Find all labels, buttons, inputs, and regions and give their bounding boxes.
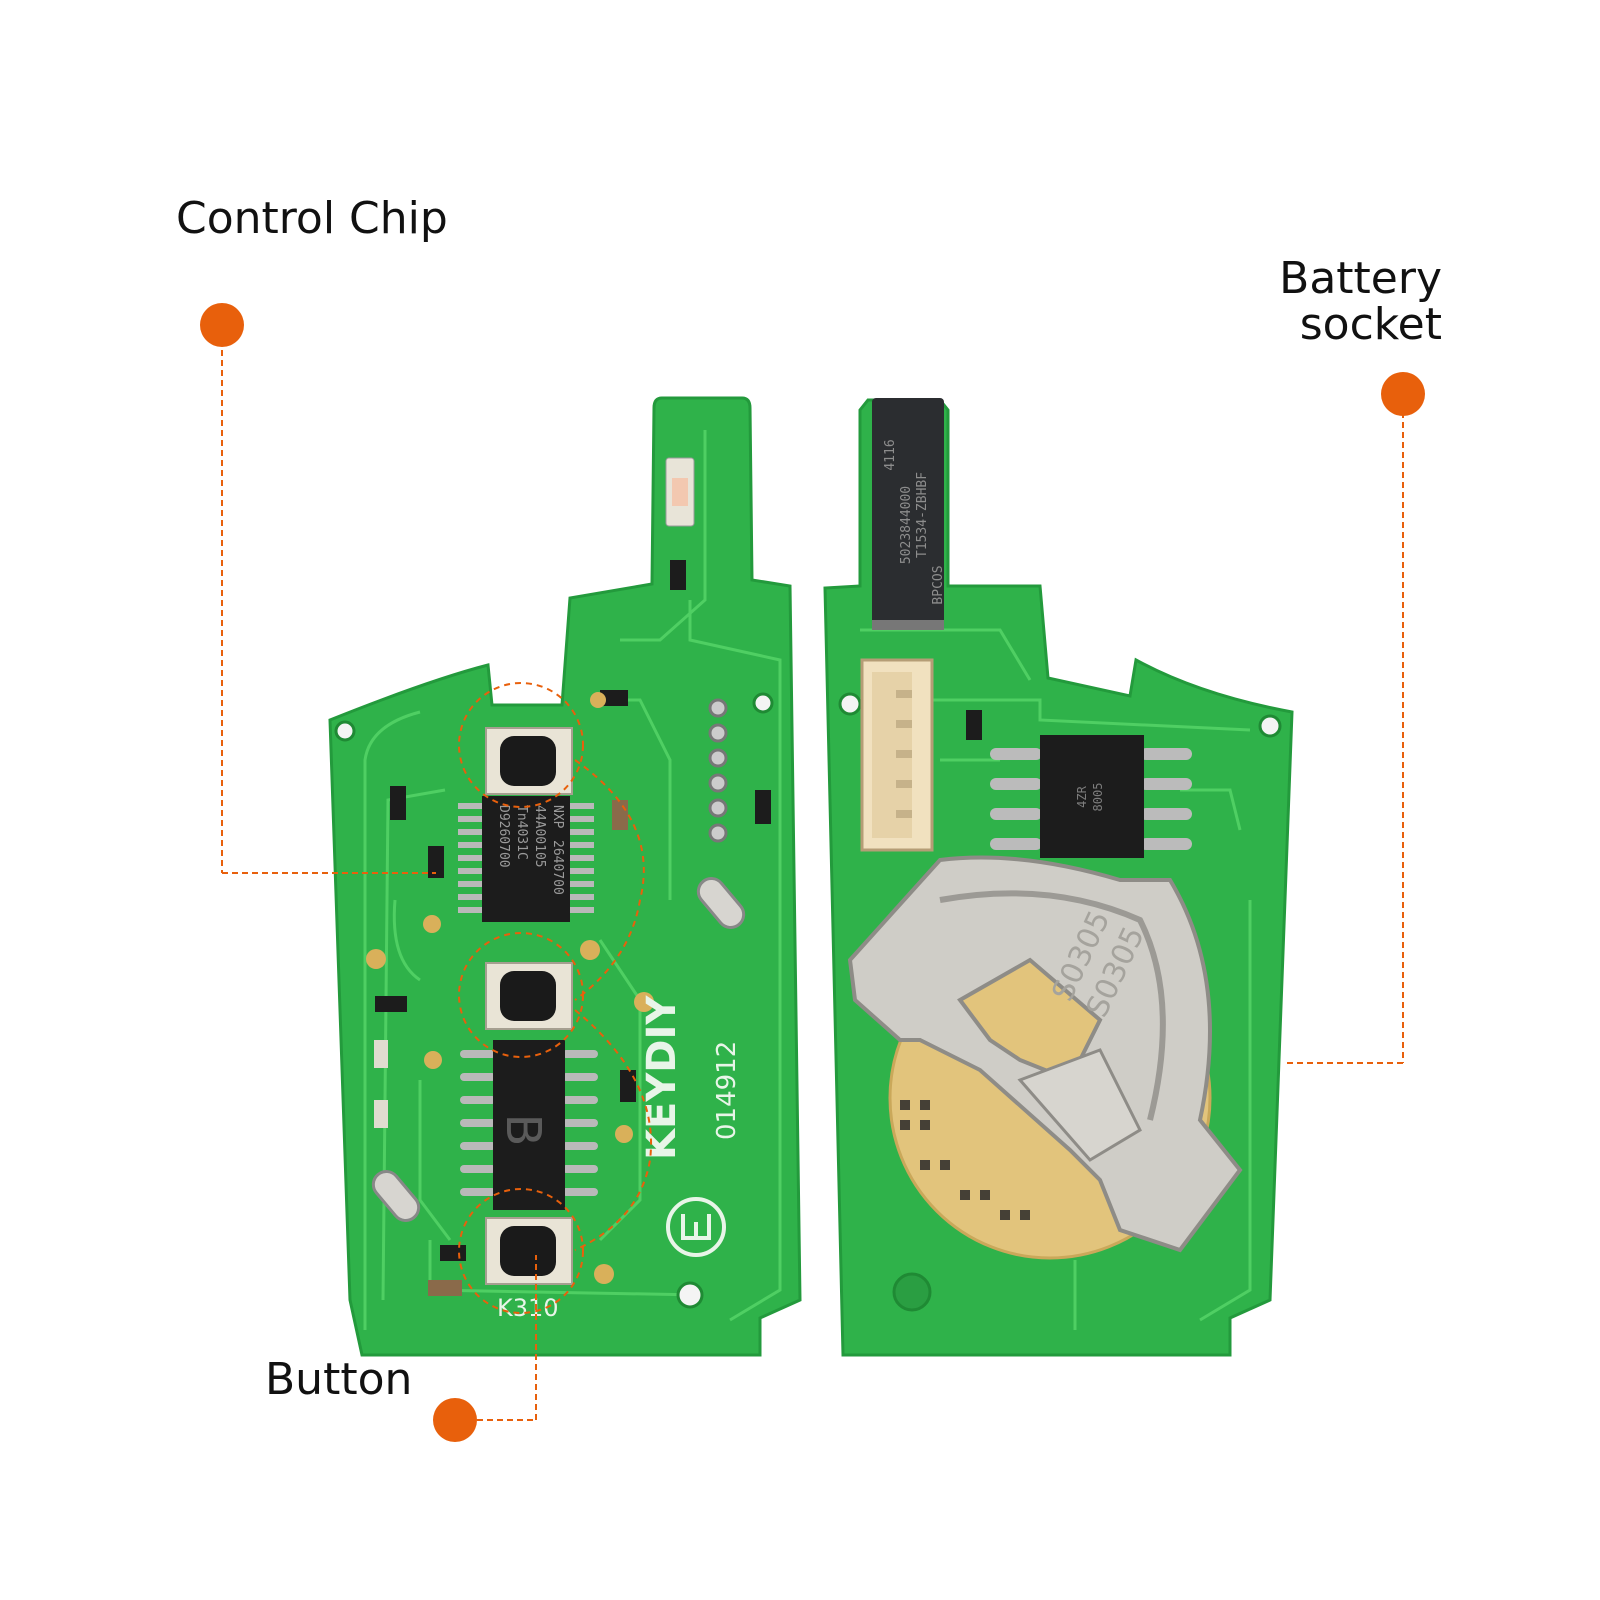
left-mount-hole xyxy=(334,720,356,742)
led-lens xyxy=(672,478,688,506)
tactile-button-icon xyxy=(485,962,573,1030)
ic-chip-icon xyxy=(460,1040,598,1210)
tactile-button-icon xyxy=(485,1217,573,1285)
right-pcb-board: 4116 5023844000 T1534-ZBHBF BPCOS xyxy=(823,398,1294,1357)
pin-connector xyxy=(860,658,934,852)
button-highlight-ring xyxy=(458,682,584,808)
battery-socket-label-line1: Battery xyxy=(1279,253,1442,304)
eeprom-marking-line2: 8005 xyxy=(1091,783,1105,812)
transponder-marking-line2: 5023844000 xyxy=(899,486,914,564)
callout-dot-icon xyxy=(433,1398,477,1442)
callout-leaders xyxy=(200,303,1425,1442)
battery-socket-label: Battery socket xyxy=(1279,253,1442,351)
button-highlight-ring xyxy=(458,1188,584,1314)
ic-chip-icon: 4ZR 8005 xyxy=(990,735,1192,858)
button-link-path xyxy=(574,759,645,1001)
tactile-button-icon xyxy=(485,727,573,795)
transponder-marking-line1: 4116 xyxy=(883,439,898,470)
button-link-path xyxy=(574,1009,652,1251)
left-mount-hole xyxy=(752,692,774,714)
button-label: Button xyxy=(265,1354,413,1405)
left-pcb-board: NXP 2640700 44A00105 Tn4031C D9260700 B … xyxy=(328,396,802,1357)
crystal-oscillator xyxy=(371,1170,421,1222)
battery-socket-label-line2: socket xyxy=(1299,299,1442,351)
right-mount-hole xyxy=(838,692,862,716)
nxp-marking-line5: D9260700 xyxy=(496,805,511,868)
serial-silkscreen: 014912 xyxy=(712,1041,742,1140)
w-logo-icon xyxy=(666,1197,726,1257)
control-chip-label: Control Chip xyxy=(176,193,448,244)
ic-chip-icon xyxy=(458,796,594,922)
nxp-marking-line1: NXP xyxy=(550,805,565,829)
transponder-marking-line4: BPCOS xyxy=(931,565,946,604)
model-silkscreen: K310 xyxy=(497,1294,559,1322)
eeprom-marking-line1: 4ZR xyxy=(1075,785,1089,807)
nxp-marking-line2: 2640700 xyxy=(550,840,565,895)
left-gold-pads xyxy=(366,692,654,1284)
right-mount-hole xyxy=(1258,714,1282,738)
nxp-chip-marking: NXP 2640700 44A00105 Tn4031C D9260700 xyxy=(496,805,565,895)
battery-clip-icon: S0305 S0305 xyxy=(847,855,1243,1260)
left-traces xyxy=(363,430,782,1330)
right-mount-hole xyxy=(892,1272,932,1312)
nxp-marking-line4: Tn4031C xyxy=(514,805,529,860)
crystal-oscillator xyxy=(696,877,746,929)
left-mount-hole xyxy=(676,1281,704,1309)
transponder-marking-line3: T1534-ZBHBF xyxy=(915,472,930,558)
right-smd-resistor xyxy=(966,710,982,740)
transponder-chip: 4116 5023844000 T1534-ZBHBF BPCOS xyxy=(872,398,946,630)
brand-silkscreen: KEYDIY xyxy=(639,995,685,1160)
left-header-pins xyxy=(708,698,728,843)
callout-dot-icon xyxy=(1381,372,1425,416)
callout-dot-icon xyxy=(200,303,244,347)
nxp-marking-line3: 44A00105 xyxy=(532,805,547,868)
b-chip-marking: B xyxy=(495,1114,551,1147)
